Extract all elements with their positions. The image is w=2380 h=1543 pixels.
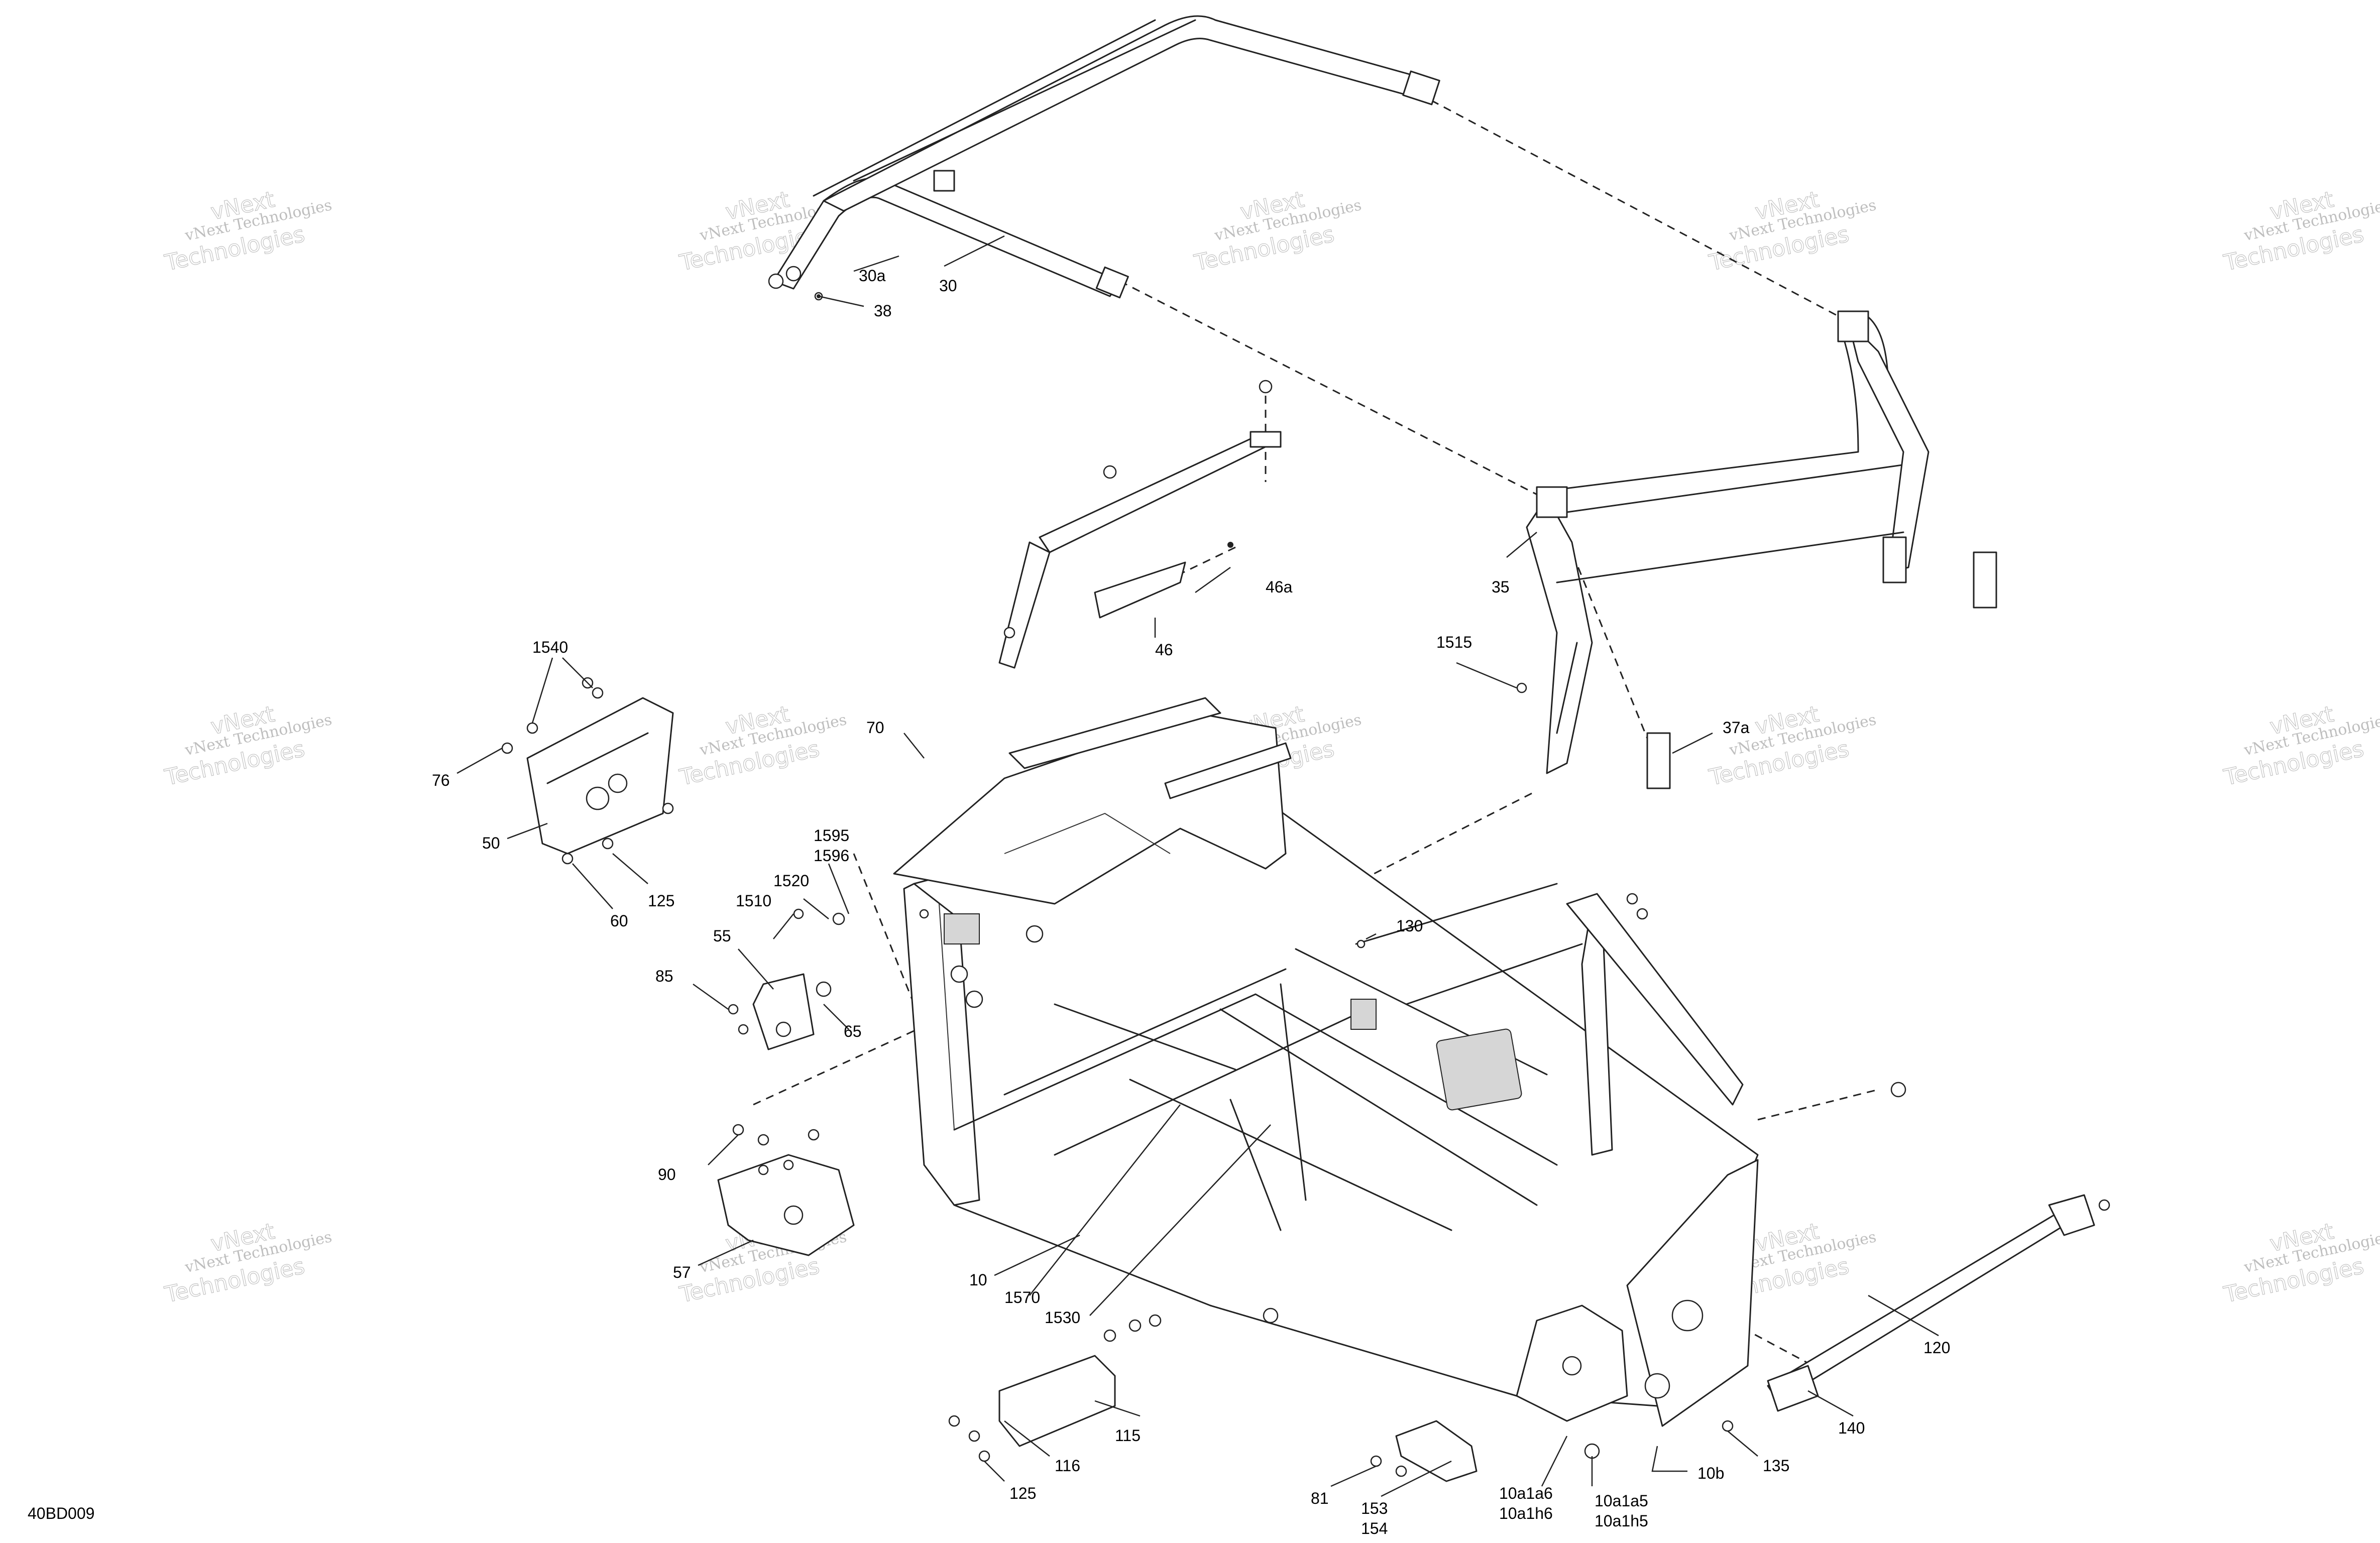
- callout-81: 81: [1311, 1489, 1329, 1507]
- callout-46a: 46a: [1266, 578, 1293, 596]
- callout-1515: 1515: [1436, 633, 1472, 651]
- watermark: vNext vNext Technologies Technologies: [2221, 1218, 2380, 1308]
- callout-1595: 1595: [814, 826, 849, 845]
- loose-fasteners: [814, 292, 1648, 948]
- watermark: vNext vNext Technologies Technologies: [162, 1218, 334, 1308]
- leader-lines: [457, 235, 1939, 1497]
- callout-10b: 10b: [1697, 1464, 1724, 1482]
- watermark: vNext vNext Technologies Technologies: [1707, 701, 1878, 791]
- callout-46: 46: [1155, 641, 1173, 659]
- callout-10a1h5: 10a1h5: [1595, 1512, 1648, 1530]
- callout-1510: 1510: [736, 892, 771, 910]
- callout-116: 116: [1055, 1457, 1080, 1475]
- callout-154: 154: [1361, 1519, 1388, 1537]
- callout-35: 35: [1492, 578, 1510, 596]
- bracket-115: [948, 1314, 1162, 1462]
- engine-mount-57: [717, 1124, 855, 1256]
- roll-cage-rear-hoop: [1516, 310, 1997, 789]
- roll-cage-brace: [998, 380, 1282, 669]
- watermark: vNext vNext Technologies Technologies: [162, 186, 334, 276]
- callout-60: 60: [610, 912, 628, 930]
- watermark: vNext vNext Technologies Technologies: [1707, 186, 1878, 276]
- callout-10a1a5: 10a1a5: [1595, 1492, 1648, 1510]
- callout-10: 10: [969, 1271, 987, 1289]
- rail-120: [1722, 1082, 2110, 1432]
- callout-10a1h6: 10a1h6: [1499, 1504, 1553, 1522]
- callout-65: 65: [844, 1022, 862, 1040]
- callout-37a: 37a: [1723, 719, 1750, 737]
- callout-125-upper: 125: [648, 892, 674, 910]
- callout-1596: 1596: [814, 847, 849, 865]
- callout-38: 38: [874, 302, 892, 320]
- main-frame: [893, 697, 1759, 1427]
- callout-115: 115: [1115, 1427, 1141, 1445]
- callout-135: 135: [1763, 1457, 1789, 1475]
- callout-90: 90: [658, 1165, 676, 1183]
- callout-1570: 1570: [1004, 1288, 1040, 1307]
- callout-30: 30: [939, 277, 957, 295]
- callout-70: 70: [866, 719, 884, 737]
- callout-10a1a6: 10a1a6: [1499, 1484, 1553, 1502]
- callout-125-lower: 125: [1009, 1484, 1036, 1502]
- callout-1520: 1520: [773, 872, 809, 890]
- diagram-id: 40BD009: [28, 1504, 94, 1522]
- watermark: vNext vNext Technologies Technologies: [162, 701, 334, 791]
- callout-153: 153: [1361, 1499, 1388, 1517]
- engine-mount-55: [728, 908, 845, 1050]
- callout-55: 55: [713, 927, 731, 945]
- callout-1530: 1530: [1045, 1309, 1080, 1327]
- callout-130: 130: [1396, 917, 1423, 935]
- callout-140: 140: [1838, 1419, 1865, 1437]
- callout-30a: 30a: [859, 267, 886, 285]
- callout-labels: 30a 30 38 35 46a 46 1515 37a 1540 76 50 …: [432, 267, 1950, 1537]
- callout-76: 76: [432, 771, 450, 789]
- watermark: vNext vNext Technologies Technologies: [677, 701, 849, 791]
- callout-1540: 1540: [532, 638, 568, 656]
- engine-mount-50: [501, 677, 674, 865]
- roll-cage-front-hoop: [768, 15, 1440, 299]
- callout-85: 85: [655, 967, 673, 985]
- watermark: vNext vNext Technologies Technologies: [2221, 701, 2380, 791]
- watermark: vNext vNext Technologies Technologies: [1192, 186, 1364, 276]
- watermark: vNext vNext Technologies Technologies: [2221, 186, 2380, 276]
- callout-120: 120: [1923, 1339, 1950, 1357]
- callout-50: 50: [482, 834, 500, 852]
- callout-57: 57: [673, 1263, 691, 1281]
- bracket-153: [1370, 1420, 1600, 1482]
